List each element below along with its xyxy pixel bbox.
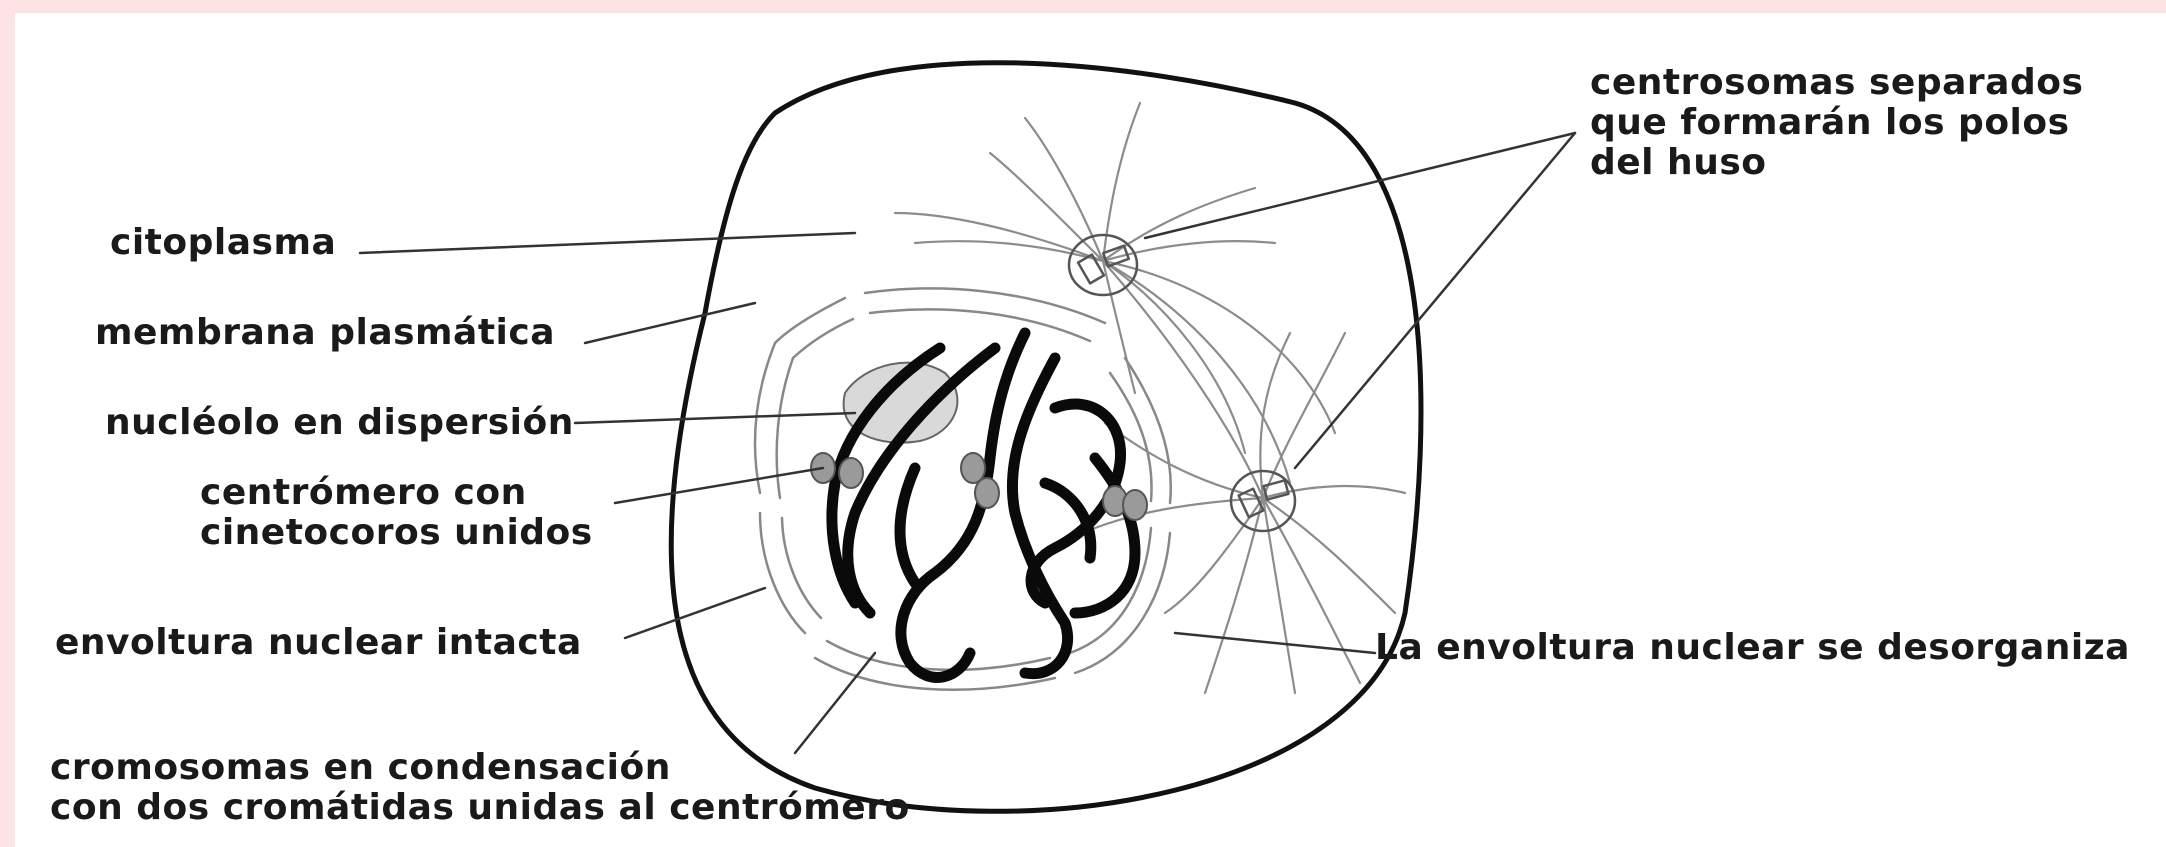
label-envoltura-desorganiza: La envoltura nuclear se desorganiza [1375, 628, 2130, 668]
label-membrana: membrana plasmática [95, 313, 555, 353]
label-envoltura-intacta: envoltura nuclear intacta [55, 623, 582, 663]
leader-membrana [585, 303, 755, 343]
label-nucleolo: nucléolo en dispersión [105, 403, 574, 443]
leader-centrosomas-lower [1295, 133, 1575, 468]
label-cromosomas-1: cromosomas en condensación [50, 748, 671, 788]
leader-nucleolo [575, 413, 855, 423]
leader-envoltura-desorganiza [1175, 633, 1375, 653]
leader-centromero [615, 468, 823, 503]
diagram-canvas: citoplasma membrana plasmática nucléolo … [15, 13, 2166, 847]
cell-membrane [671, 63, 1421, 812]
label-cromosomas-2: con dos cromátidas unidas al centrómero [50, 788, 910, 828]
label-centromero-2: cinetocoros unidos [200, 513, 593, 553]
label-centrosomas-2: que formarán los polos [1590, 103, 2070, 143]
label-centromero-1: centrómero con [200, 473, 527, 513]
leader-citoplasma [360, 233, 855, 253]
label-centrosomas-3: del huso [1590, 143, 1766, 183]
leader-envoltura-intacta [625, 588, 765, 638]
label-centrosomas-1: centrosomas separados [1590, 63, 2083, 103]
label-citoplasma: citoplasma [110, 223, 336, 263]
